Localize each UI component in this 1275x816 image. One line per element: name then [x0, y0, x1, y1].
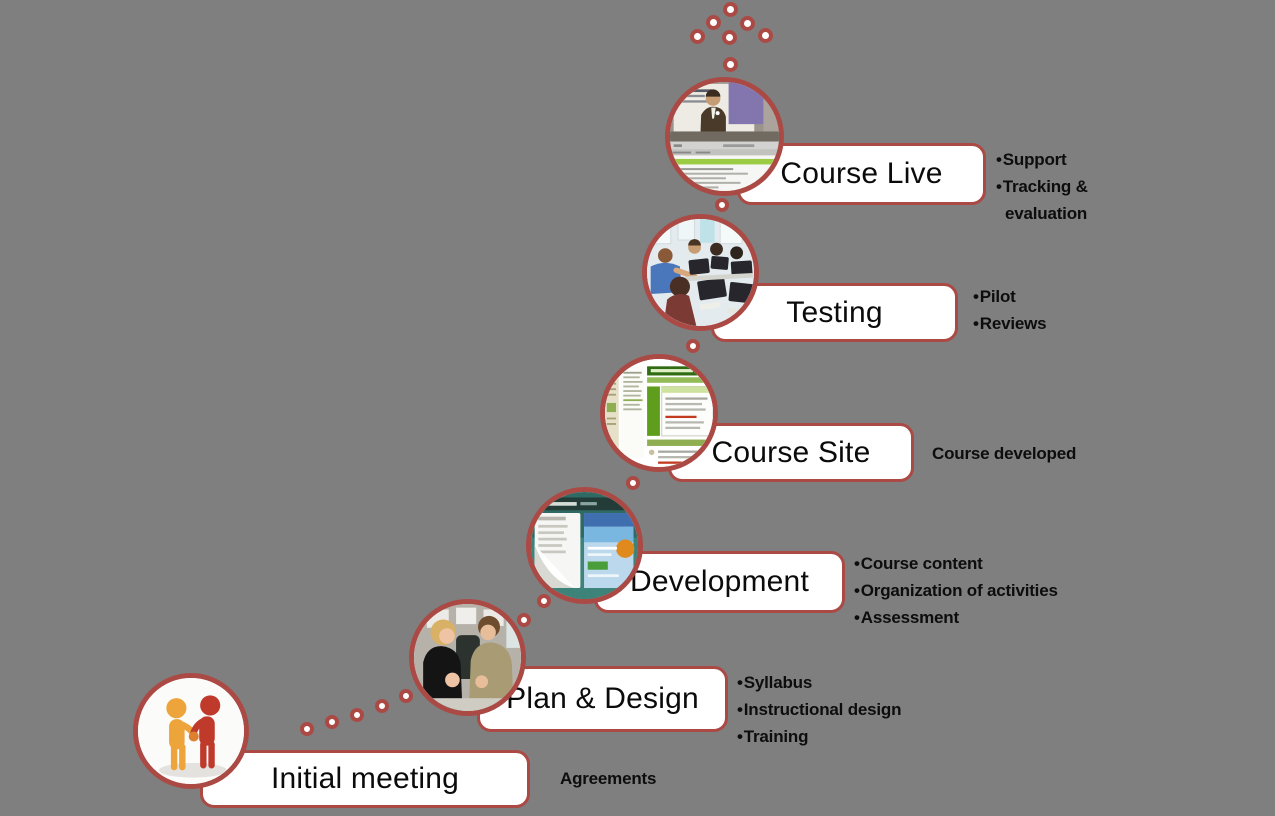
plan-design-notes: Syllabus Instructional design Training [737, 669, 947, 750]
note-item: Agreements [560, 769, 657, 788]
connector-dot [715, 198, 729, 212]
plan-design-label: Plan & Design [506, 682, 699, 715]
note-item: Syllabus [737, 669, 947, 696]
connector-dot [375, 699, 389, 713]
development-photo [526, 487, 643, 604]
arrow-dot [758, 28, 773, 43]
arrow-dot [722, 30, 737, 45]
note-item: Organization of activities [854, 577, 1099, 604]
course-site-notes: Course developed [923, 440, 1108, 467]
computer-lab-illustration [647, 219, 754, 326]
connector-dot [626, 476, 640, 490]
note-item: Assessment [854, 604, 1099, 631]
initial-meeting-label-box: Initial meeting [200, 750, 530, 808]
connector-dot [517, 613, 531, 627]
web-design-software-illustration [531, 492, 638, 599]
development-notes: Course content Organization of activitie… [854, 550, 1099, 631]
connector-dot [325, 715, 339, 729]
testing-notes: Pilot Reviews [973, 283, 1113, 337]
course-site-label: Course Site [711, 435, 871, 469]
note-item: Course content [854, 550, 1099, 577]
connector-dot [300, 722, 314, 736]
note-item: Support [996, 146, 1108, 173]
initial-meeting-photo [133, 673, 249, 789]
note-item: Pilot [973, 283, 1113, 310]
plan-design-photo [409, 599, 526, 716]
testing-label: Testing [786, 295, 883, 329]
connector-dot [686, 339, 700, 353]
course-live-photo [665, 77, 784, 196]
connector-dot [537, 594, 551, 608]
development-label: Development [630, 565, 809, 598]
testing-photo [642, 214, 759, 331]
note-item: Instructional design [737, 696, 947, 723]
arrow-dot [706, 15, 721, 30]
note-item: Reviews [973, 310, 1113, 337]
course-live-notes: Support Tracking & evaluation [996, 146, 1108, 227]
two-people-meeting-illustration [414, 604, 521, 711]
arrow-dot [723, 2, 738, 17]
note-item: Tracking & evaluation [996, 173, 1108, 227]
arrow-dot [723, 57, 738, 72]
lms-page-illustration [605, 359, 713, 467]
arrow-dot [740, 16, 755, 31]
course-live-label: Course Live [780, 157, 943, 190]
handshake-illustration [138, 678, 244, 784]
arrow-dot [690, 29, 705, 44]
initial-meeting-label: Initial meeting [270, 762, 460, 795]
note-item: Training [737, 723, 947, 750]
initial-meeting-notes: Agreements [551, 765, 721, 792]
connector-dot [350, 708, 364, 722]
note-item: Course developed [932, 444, 1077, 463]
connector-dot [399, 689, 413, 703]
lecture-video-illustration [670, 82, 779, 191]
course-site-photo [600, 354, 718, 472]
